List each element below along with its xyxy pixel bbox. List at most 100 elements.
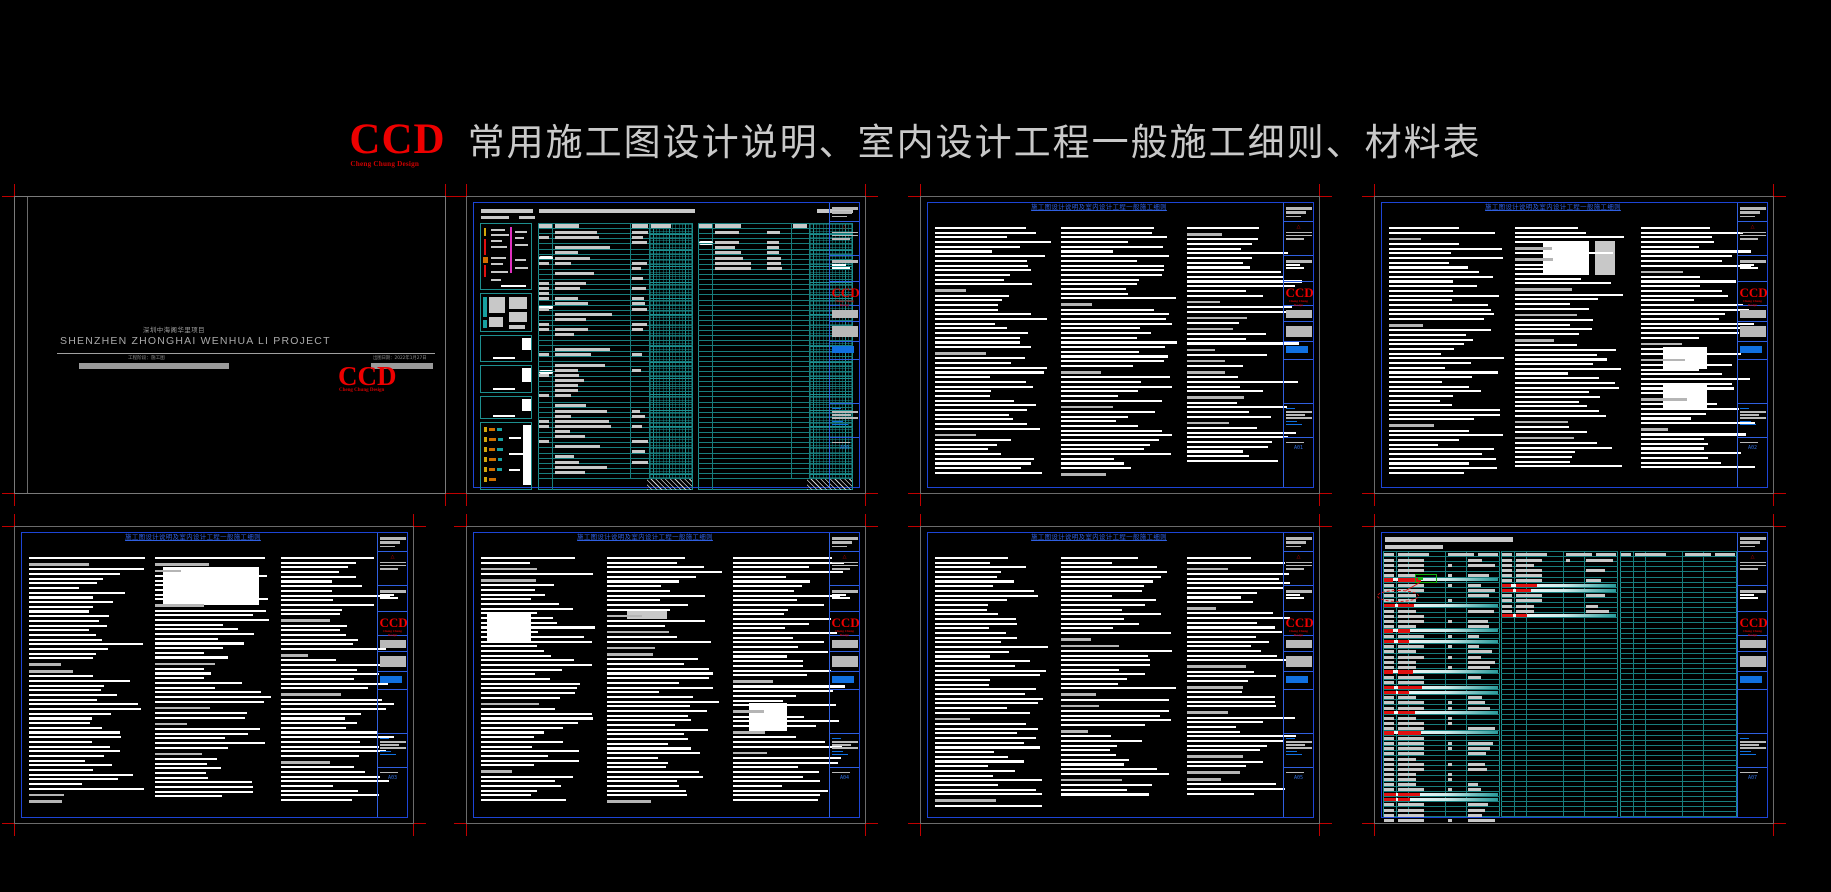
notes-line [1515, 344, 1578, 347]
notes-line [1389, 448, 1494, 451]
legend-color-row [498, 458, 502, 461]
sheet-notes-2[interactable]: 施工图设计说明及室内设计工程一般施工细则 △ CCD Cheng Chung D… [1362, 184, 1786, 506]
material-table-row-rule [1383, 744, 1500, 746]
index-cell-text [767, 246, 780, 250]
index-cell-text [632, 353, 642, 357]
notes-line [29, 750, 121, 753]
material-group-row [1384, 797, 1498, 801]
material-table-row-rule [1383, 566, 1500, 568]
material-group-tag [1398, 731, 1421, 735]
material-header-cell [1566, 553, 1592, 556]
legend-color-row [484, 457, 487, 462]
index-table-row-rule [698, 406, 853, 408]
index-table-row-rule [698, 432, 853, 434]
material-cell-text [1384, 783, 1394, 786]
sheet-notes-5[interactable]: 施工图设计说明及室内设计工程一般施工细则 △ CCD Cheng Chung D… [908, 514, 1332, 836]
notes-subheading [1187, 300, 1220, 304]
notes-line [1641, 412, 1707, 415]
notes-line [29, 712, 111, 715]
tb-accent-bar [1739, 420, 1752, 423]
index-table-row-rule [698, 391, 853, 393]
material-table-row-rule [1501, 678, 1618, 680]
tb-bar [831, 594, 846, 596]
material-table-row-rule [1501, 637, 1618, 639]
notes-line [1641, 442, 1708, 445]
notes-line [1641, 285, 1700, 288]
notes-sheet-body: 施工图设计说明及室内设计工程一般施工细则 △ CCD Cheng Chung D… [1374, 196, 1774, 494]
notes-line [1187, 365, 1243, 368]
notes-line [1515, 241, 1590, 244]
notes-line [1389, 348, 1454, 351]
material-group-tag [1384, 685, 1394, 689]
title-block[interactable]: △ CCD Cheng Chung Design A01 [1283, 203, 1314, 487]
tb-accent-bar [831, 753, 849, 756]
index-table-row-rule [538, 427, 693, 428]
index-table-row-rule [538, 472, 693, 474]
notes-line [1187, 700, 1275, 703]
legend-swatch [509, 325, 525, 329]
sheet-notes-4[interactable]: 施工图设计说明及室内设计工程一般施工细则 △ CCD Cheng Chung D… [454, 514, 878, 836]
sheet-notes-1[interactable]: 施工图设计说明及室内设计工程一般施工细则 △ CCD Cheng Chung D… [908, 184, 1332, 506]
title-block[interactable]: △ CCD Cheng Chung Design A03 [377, 533, 408, 817]
sheet-cover[interactable]: 深圳中海阁华里项目 SHENZHEN ZHONGHAI WENHUA LI PR… [2, 184, 458, 506]
notes-line [607, 784, 679, 788]
material-header-cell [1635, 553, 1657, 556]
notes-line [935, 788, 1037, 791]
notes-subheading [29, 663, 61, 667]
notes-line [1515, 303, 1570, 306]
notes-line [607, 705, 691, 708]
notes-line [155, 767, 222, 770]
notes-line [935, 711, 1030, 714]
notes-line [155, 785, 254, 789]
notes-line [1061, 227, 1155, 230]
material-table-row-rule [1501, 658, 1618, 660]
tb-logo-seg: CCD Cheng Chung Design [1284, 282, 1314, 307]
notes-line [1187, 735, 1296, 738]
title-block[interactable]: △ CCD Cheng Chung Design A07 [1737, 533, 1768, 817]
notes-line [29, 601, 114, 604]
notes-line [733, 627, 786, 630]
material-table-row-rule [1620, 744, 1737, 746]
notes-line [935, 727, 1039, 730]
tb-bar [379, 536, 406, 540]
material-table-row-rule [1501, 729, 1618, 731]
material-table-row-rule [1383, 622, 1500, 624]
notes-line [935, 362, 1011, 365]
tb-bar [831, 417, 858, 419]
notes-line [281, 775, 381, 778]
title-block[interactable]: △ CCD Cheng Chung Design A04 [829, 533, 860, 817]
material-table-row-rule [1383, 607, 1500, 609]
index-cell-text [555, 368, 579, 372]
material-cell-text [1384, 568, 1394, 572]
material-table-row-rule [1620, 800, 1737, 802]
notes-line [935, 341, 1021, 344]
notes-line [1187, 305, 1292, 308]
notes-line [481, 708, 555, 711]
index-cell-text [555, 373, 580, 377]
legend-symbol [484, 265, 486, 277]
notes-subheading [607, 614, 642, 618]
notes-line [733, 585, 802, 588]
material-cell-text [1516, 609, 1534, 613]
title-block[interactable]: △ CCD Cheng Chung Design A00 [829, 203, 860, 487]
notes-line [935, 273, 1011, 276]
notes-subheading [733, 680, 773, 683]
notes-line [1515, 263, 1576, 266]
material-cell-text [1448, 563, 1452, 567]
notes-line [935, 453, 1002, 456]
material-table-row-rule [1620, 688, 1737, 690]
title-block[interactable]: △ CCD Cheng Chung Design A05 [1283, 533, 1314, 817]
index-table-row-rule [698, 437, 853, 439]
material-table-row-rule [1383, 770, 1500, 772]
index-table-row-rule [538, 304, 693, 306]
notes-subheading [1187, 348, 1215, 352]
sheet-notes-3[interactable]: 施工图设计说明及室内设计工程一般施工细则 △ CCD Cheng Chung D… [2, 514, 426, 836]
notes-line [481, 780, 555, 783]
material-table-row-rule [1501, 561, 1618, 563]
notes-line [1061, 245, 1164, 248]
sheet-drawing-index[interactable]: △ CCD Cheng Chung Design A00 [454, 184, 878, 506]
tb-project-title-seg [830, 652, 859, 673]
sheet-material-schedule[interactable]: △ CCD Cheng Chung Design A07 [1362, 514, 1786, 836]
title-block[interactable]: △ CCD Cheng Chung Design A02 [1737, 203, 1768, 487]
